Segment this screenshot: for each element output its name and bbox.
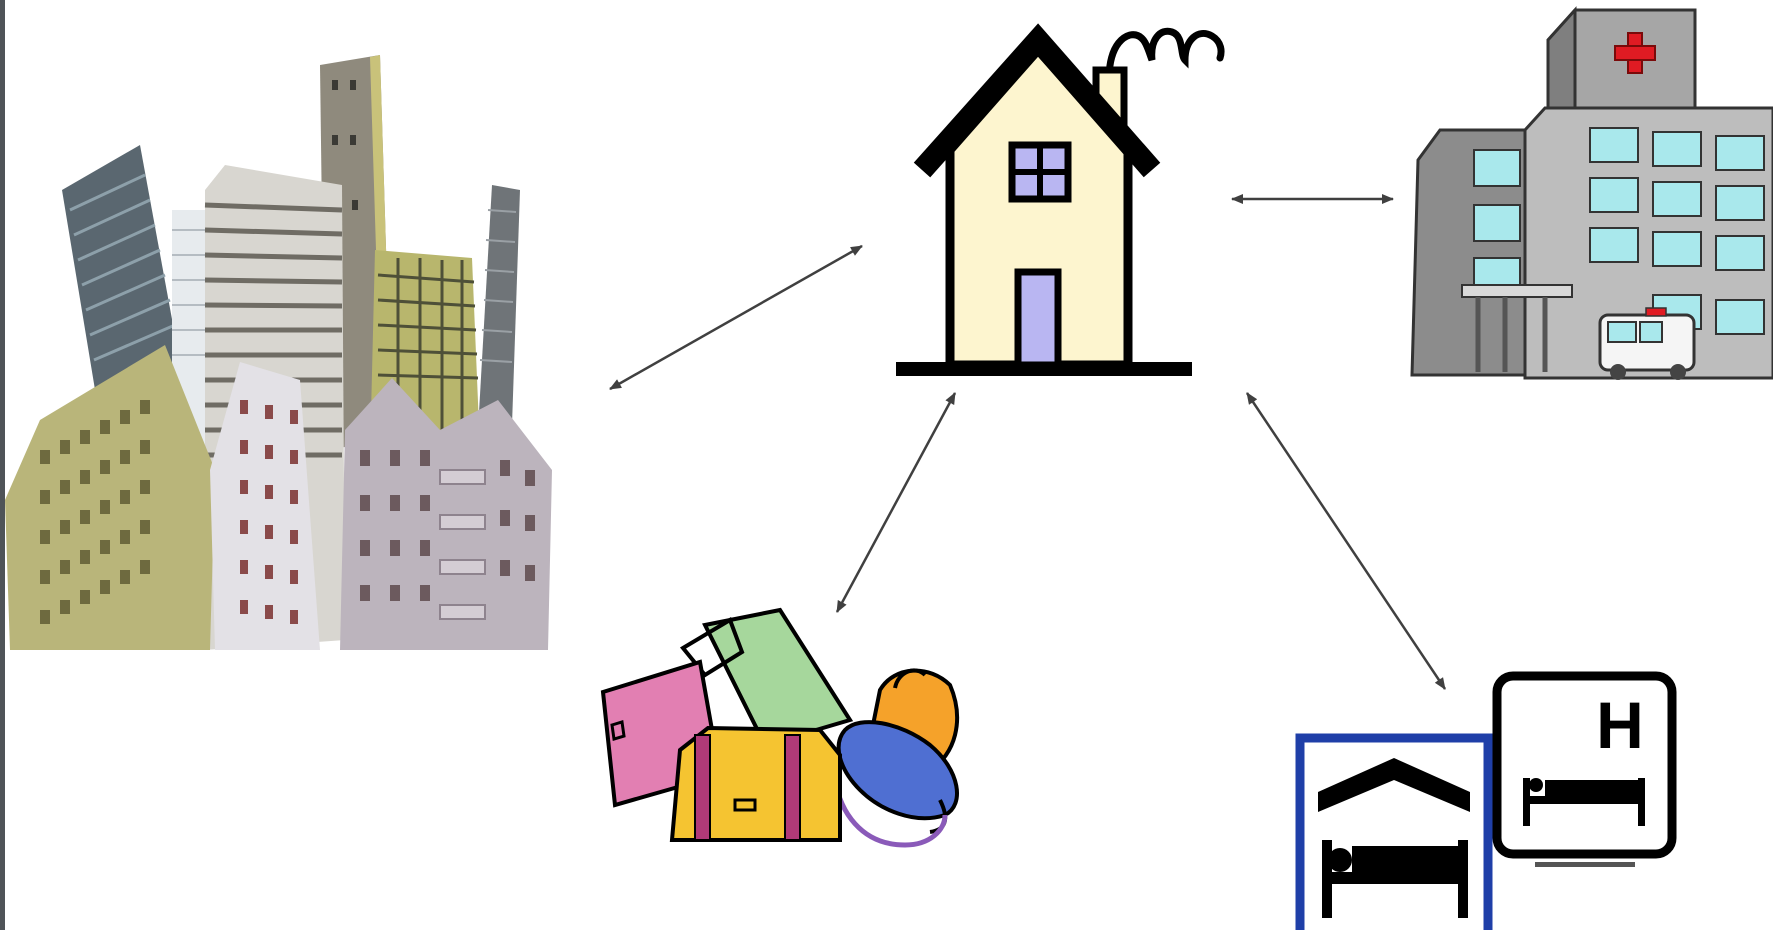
luggage-icon [603,610,957,845]
hospital-building-icon [1412,10,1773,380]
house-icon [896,31,1221,376]
sign-letter: H [1596,688,1644,762]
city-buildings-icon [5,55,552,650]
arrow-home-city [610,246,862,389]
hospital-bed-sign-icon: H [1497,676,1672,867]
ambulance-icon [1600,308,1694,380]
arrow-home-lodging [1247,393,1445,689]
lodging-bed-sign-icon [1300,738,1488,930]
arrow-home-luggage [837,393,955,612]
